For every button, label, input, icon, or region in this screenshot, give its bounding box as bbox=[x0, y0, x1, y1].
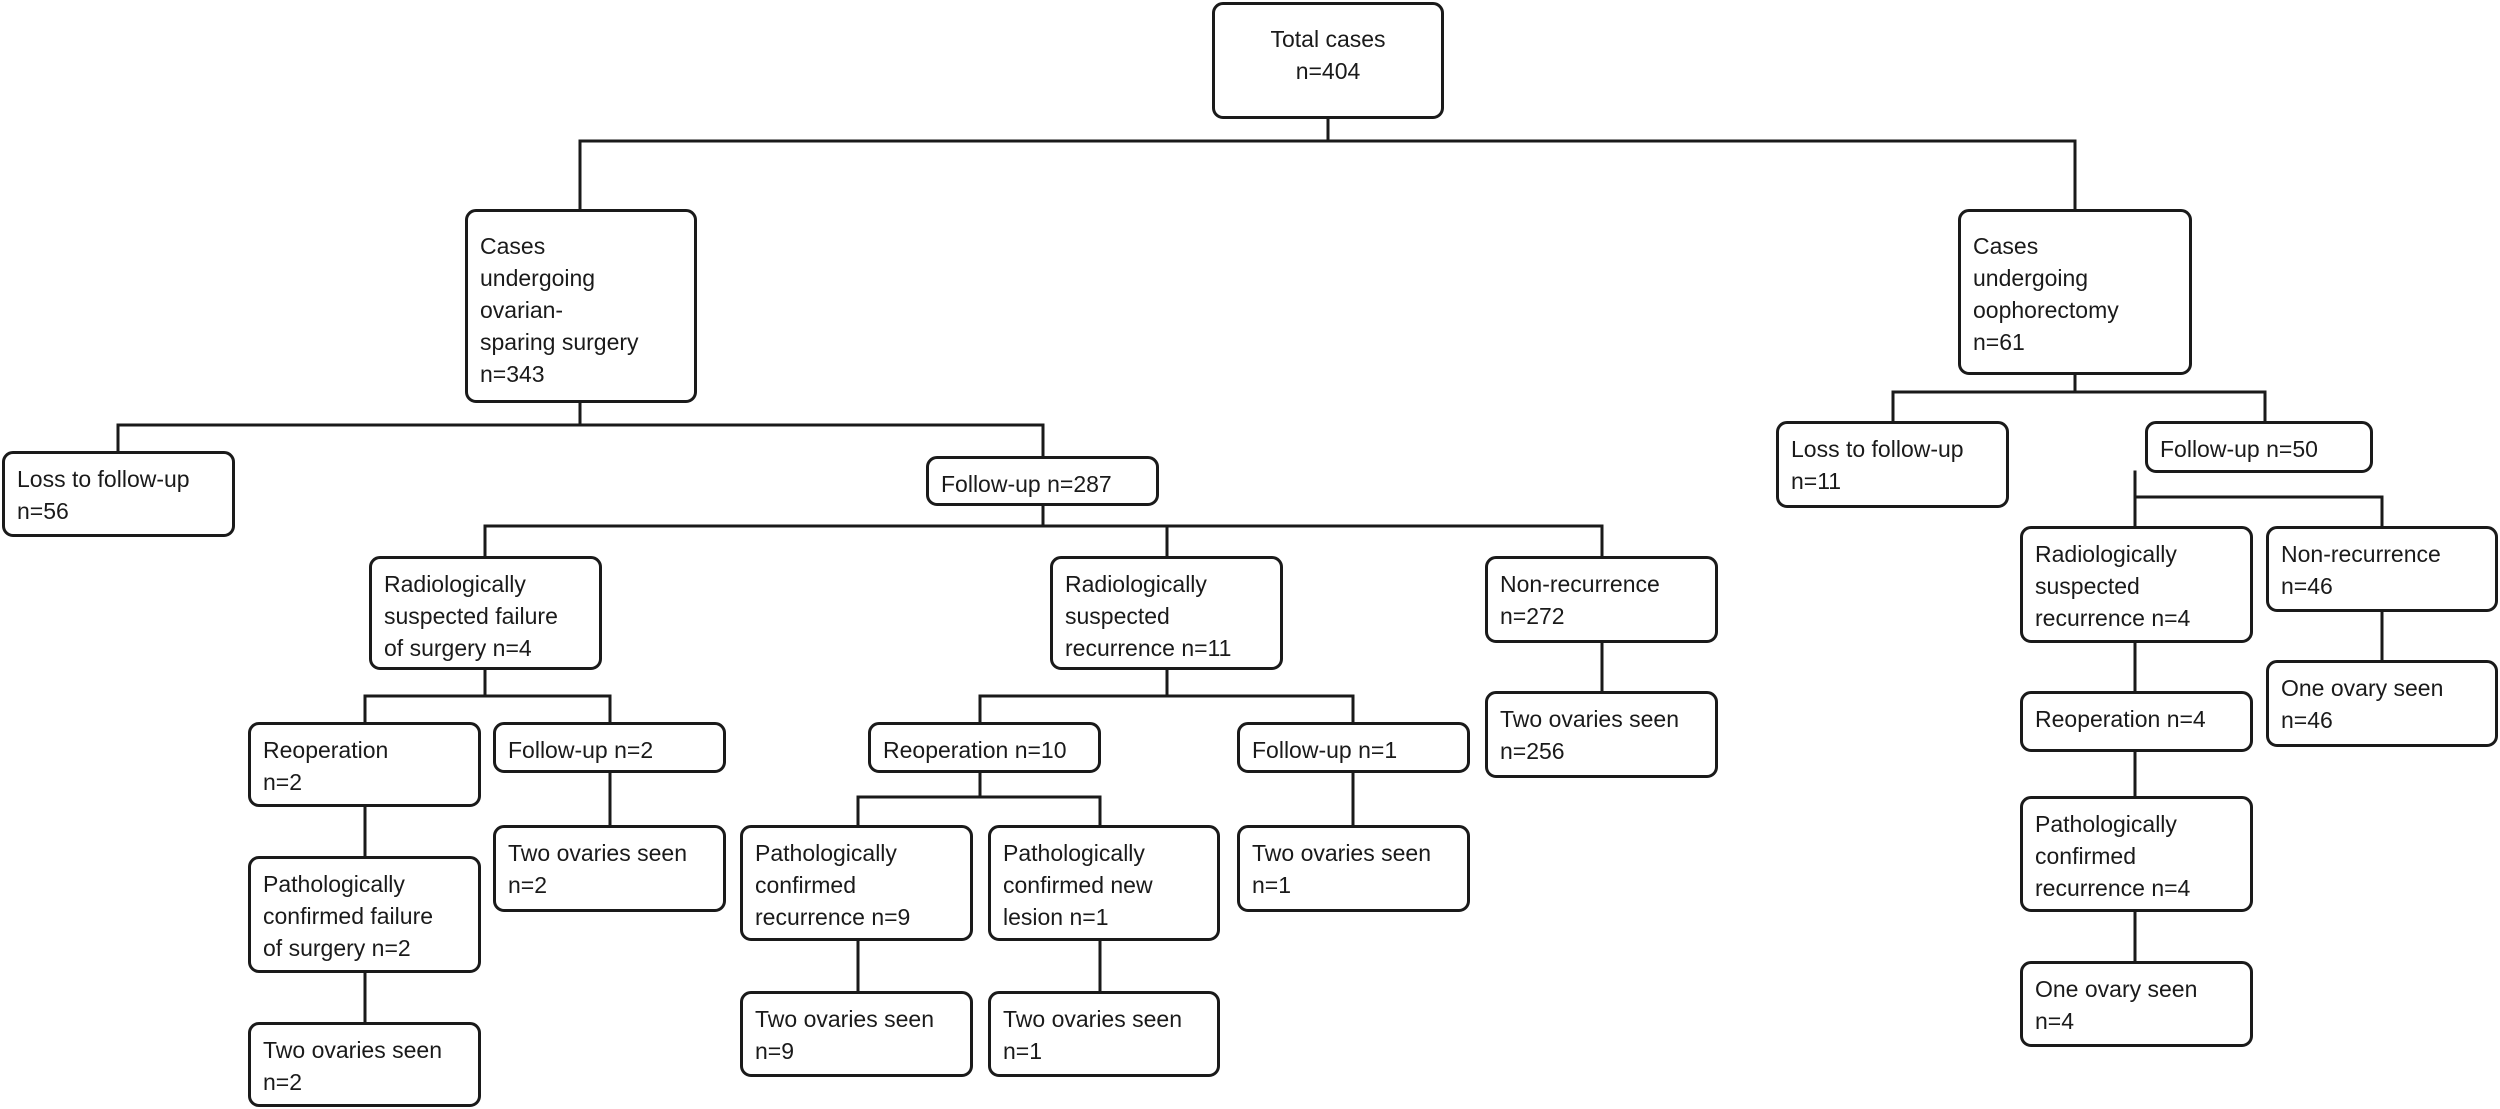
ooph-followup-box: Follow-up n=50 bbox=[2145, 421, 2373, 473]
total-cases-box: Total cases n=404 bbox=[1212, 2, 1444, 119]
radio-recurrence-4-box: Radiologically suspected recurrence n=4 bbox=[2020, 526, 2253, 643]
path-failure-box: Pathologically confirmed failure of surg… bbox=[248, 856, 481, 973]
reoperation-4-box: Reoperation n=4 bbox=[2020, 691, 2253, 752]
sparing-surgery-box: Cases undergoing ovarian- sparing surger… bbox=[465, 209, 697, 403]
non-recurrence-46-box: Non-recurrence n=46 bbox=[2266, 526, 2498, 612]
two-ovaries-1a-box: Two ovaries seen n=1 bbox=[1237, 825, 1470, 912]
non-recurrence-272-box: Non-recurrence n=272 bbox=[1485, 556, 1718, 643]
sparing-loss-box: Loss to follow-up n=56 bbox=[2, 451, 235, 537]
one-ovary-46-box: One ovary seen n=46 bbox=[2266, 660, 2498, 747]
one-ovary-4-box: One ovary seen n=4 bbox=[2020, 961, 2253, 1047]
two-ovaries-256-box: Two ovaries seen n=256 bbox=[1485, 691, 1718, 778]
two-ovaries-9-box: Two ovaries seen n=9 bbox=[740, 991, 973, 1077]
path-recurrence-4-box: Pathologically confirmed recurrence n=4 bbox=[2020, 796, 2253, 912]
radio-recurrence-11-box: Radiologically suspected recurrence n=11 bbox=[1050, 556, 1283, 670]
oophorectomy-box: Cases undergoing oophorectomy n=61 bbox=[1958, 209, 2192, 375]
radio-failure-box: Radiologically suspected failure of surg… bbox=[369, 556, 602, 670]
reoperation-10-box: Reoperation n=10 bbox=[868, 722, 1101, 773]
path-new-lesion-box: Pathologically confirmed new lesion n=1 bbox=[988, 825, 1220, 941]
followup-1-box: Follow-up n=1 bbox=[1237, 722, 1470, 773]
sparing-followup-box: Follow-up n=287 bbox=[926, 456, 1159, 506]
reoperation-2-box: Reoperation n=2 bbox=[248, 722, 481, 807]
path-recurrence-9-box: Pathologically confirmed recurrence n=9 bbox=[740, 825, 973, 941]
two-ovaries-2b-box: Two ovaries seen n=2 bbox=[248, 1022, 481, 1107]
followup-2-box: Follow-up n=2 bbox=[493, 722, 726, 773]
two-ovaries-2a-box: Two ovaries seen n=2 bbox=[493, 825, 726, 912]
two-ovaries-1b-box: Two ovaries seen n=1 bbox=[988, 991, 1220, 1077]
ooph-loss-box: Loss to follow-up n=11 bbox=[1776, 421, 2009, 508]
